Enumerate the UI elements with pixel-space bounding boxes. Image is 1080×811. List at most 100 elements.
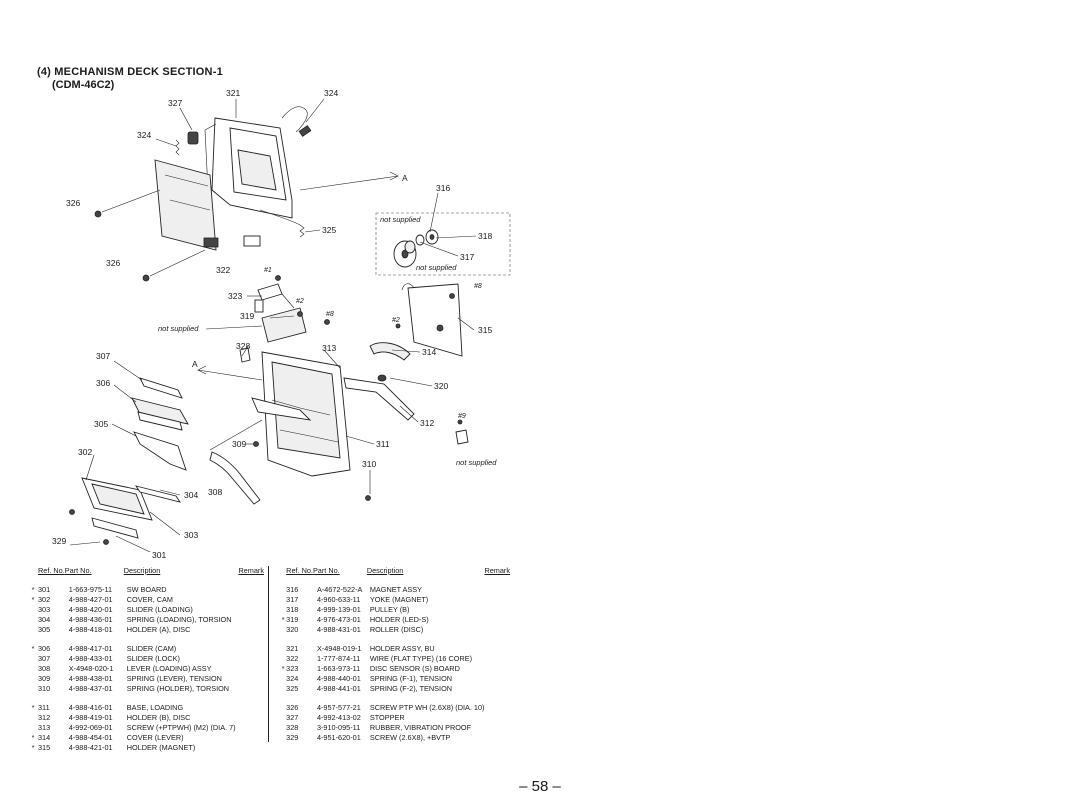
ref-no: 308	[38, 664, 51, 673]
callout-319: 319	[240, 311, 254, 321]
note-not-supplied-2: not supplied	[416, 263, 457, 272]
callout-328: 328	[236, 341, 250, 351]
star-mark	[28, 625, 38, 635]
part-no: 4-988-441-01	[316, 684, 361, 693]
part-no: 4-976-473-01	[316, 615, 361, 624]
remark	[238, 664, 264, 674]
star-mark: *	[31, 733, 35, 742]
part-no: 1-663-973-11	[316, 664, 361, 673]
ref-no: 322	[286, 654, 299, 663]
remark	[238, 743, 264, 753]
callout-325: 325	[322, 225, 336, 235]
part-no: 4-992-069-01	[68, 723, 113, 732]
marker-h2b: #2	[392, 317, 400, 324]
remark	[238, 723, 264, 733]
magnet-assy-drawing	[393, 229, 439, 268]
callout-326: 326	[66, 198, 80, 208]
description: STOPPER	[369, 713, 405, 722]
note-not-supplied-3: not supplied	[158, 324, 199, 333]
header-remark: Remark	[238, 566, 264, 575]
callout-304: 304	[184, 490, 198, 500]
remark	[238, 684, 264, 694]
star-mark: *	[31, 585, 35, 594]
ref-no: 328	[286, 723, 299, 732]
description: COVER, CAM	[126, 595, 173, 604]
star-mark	[28, 713, 38, 723]
callout-324b: 324	[137, 130, 151, 140]
part-no: 4-988-440-01	[316, 674, 361, 683]
callout-326b: 326	[106, 258, 120, 268]
model-subtitle: (CDM-46C2)	[52, 79, 115, 91]
group-spacer	[28, 635, 264, 644]
part-no: 4-988-418-01	[68, 625, 113, 634]
callout-313: 313	[322, 343, 336, 353]
ref-no: 320	[286, 625, 299, 634]
part-no: 1-663-975-11	[68, 585, 113, 594]
ref-no: 314	[38, 733, 51, 742]
table-divider	[268, 566, 269, 742]
part-no: 4-988-454-01	[68, 733, 113, 742]
remark	[484, 615, 510, 625]
description: DISC SENSOR (S) BOARD	[369, 664, 460, 673]
part-no: 4-988-421-01	[68, 743, 113, 752]
leader-lines	[69, 98, 477, 553]
note-not-supplied-1: not supplied	[380, 215, 421, 224]
header-part-no: Part No.	[64, 566, 92, 575]
star-mark: *	[281, 664, 285, 673]
callout-306: 306	[96, 378, 110, 388]
remark	[238, 644, 264, 654]
remark	[484, 723, 510, 733]
callout-321: 321	[226, 88, 240, 98]
header-ref-no: Ref. No.	[38, 566, 65, 575]
callout-labels: 321 324 327 324 316 326 325 318 317 326 …	[52, 88, 492, 560]
ref-no: 321	[286, 644, 299, 653]
part-no: 4-992-413-02	[316, 713, 361, 722]
remark	[484, 733, 510, 743]
callout-305: 305	[94, 419, 108, 429]
description: SLIDER (LOCK)	[126, 654, 180, 663]
description: SLIDER (CAM)	[126, 644, 177, 653]
ref-no: 310	[38, 684, 51, 693]
remark	[484, 664, 510, 674]
parts-table-left: Ref. No. Part No. Description Remark *30…	[28, 566, 264, 753]
ref-no: 301	[38, 585, 51, 594]
description: RUBBER, VIBRATION PROOF	[369, 723, 472, 732]
star-mark	[28, 605, 38, 615]
callout-320: 320	[434, 381, 448, 391]
table-row: *323 1-663-973-11 DISC SENSOR (S) BOARD	[280, 664, 510, 674]
callout-317: 317	[460, 252, 474, 262]
callout-329: 329	[52, 536, 66, 546]
star-mark	[28, 723, 38, 733]
part-no: 4-957-577-21	[316, 703, 361, 712]
callout-314: 314	[422, 347, 436, 357]
marker-a-top: A	[402, 173, 408, 183]
ref-no: 323	[286, 664, 299, 673]
callout-322: 322	[216, 265, 230, 275]
remark	[484, 605, 510, 615]
description: ROLLER (DISC)	[369, 625, 424, 634]
ref-no: 316	[286, 585, 299, 594]
callout-303: 303	[184, 530, 198, 540]
part-no: 4-988-433-01	[68, 654, 113, 663]
callout-324: 324	[324, 88, 338, 98]
description: LEVER (LOADING) ASSY	[126, 664, 212, 673]
ref-no: 312	[38, 713, 51, 722]
ref-no: 315	[38, 743, 51, 752]
description: MAGNET ASSY	[369, 585, 423, 594]
